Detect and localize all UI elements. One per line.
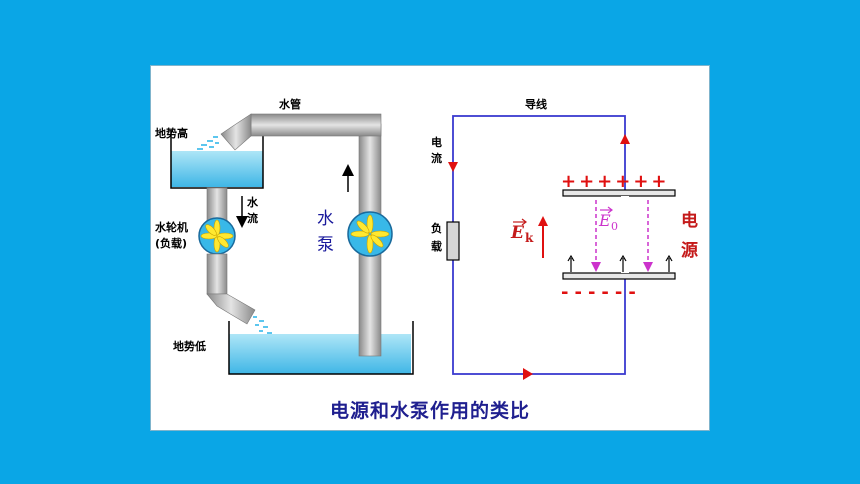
top-pipe: [250, 113, 382, 137]
source-label-2: 源: [681, 240, 698, 261]
current-arrow-bottom: [523, 368, 533, 380]
high-potential-label: 地势高: [155, 126, 188, 140]
water-wheel-label: 水轮机: [155, 220, 188, 234]
current-arrow-left: [448, 162, 458, 172]
load-resistor: [446, 221, 460, 261]
water-flow-label-2: 流: [247, 211, 258, 225]
load-label-2: 载: [431, 239, 442, 253]
circuit-loop: [452, 115, 626, 375]
lower-tank: [228, 321, 414, 375]
down-pipe-lower: [206, 253, 228, 295]
svg-text:E: E: [598, 211, 611, 230]
svg-text:E: E: [510, 223, 525, 243]
diagram-caption: 电源和水泵作用的类比: [330, 399, 530, 422]
current-arrow-right: [620, 134, 630, 144]
svg-text:0: 0: [611, 220, 618, 233]
inlet-bend: [220, 113, 252, 151]
source-label-1: 电: [681, 210, 698, 231]
positive-plate: [562, 189, 676, 197]
low-potential-label: 地势低: [173, 339, 206, 353]
water-pump: [347, 211, 393, 257]
e0-field-lines: [595, 200, 649, 264]
lower-tank-water: [229, 334, 411, 374]
water-wheel: [198, 217, 236, 255]
wire-label: 导线: [525, 97, 547, 111]
source-gap: [621, 196, 629, 273]
analogy-diagram: 水管 地势高 水 流 水轮机 (负载) 地势低 水 泵 ++++++ -----…: [155, 97, 698, 422]
outlet-bend: [206, 293, 256, 325]
plus-signs: ++++++: [561, 171, 670, 192]
diagram-panel: 水管 地势高 水 流 水轮机 (负载) 地势低 水 泵 ++++++ -----…: [150, 65, 710, 431]
pump-label-2: 泵: [317, 235, 334, 255]
upper-tank-water: [171, 151, 263, 187]
load-paren-label: (负载): [155, 236, 187, 250]
current-label-2: 流: [431, 151, 442, 165]
charge-arrows: [567, 254, 673, 272]
current-label-1: 电: [431, 135, 442, 149]
pump-label-1: 水: [317, 209, 334, 229]
ek-vector: E k: [510, 216, 548, 258]
e0-vector: E 0: [598, 206, 618, 233]
svg-text:k: k: [525, 231, 534, 245]
e0-arrowheads: [591, 262, 653, 272]
water-flow-label-1: 水: [247, 195, 259, 209]
water-pipe-label: 水管: [279, 97, 301, 111]
minus-signs: ------: [561, 282, 642, 303]
load-label-1: 负: [431, 221, 442, 235]
falling-water-upper: [197, 136, 219, 150]
negative-plate: [562, 272, 676, 280]
